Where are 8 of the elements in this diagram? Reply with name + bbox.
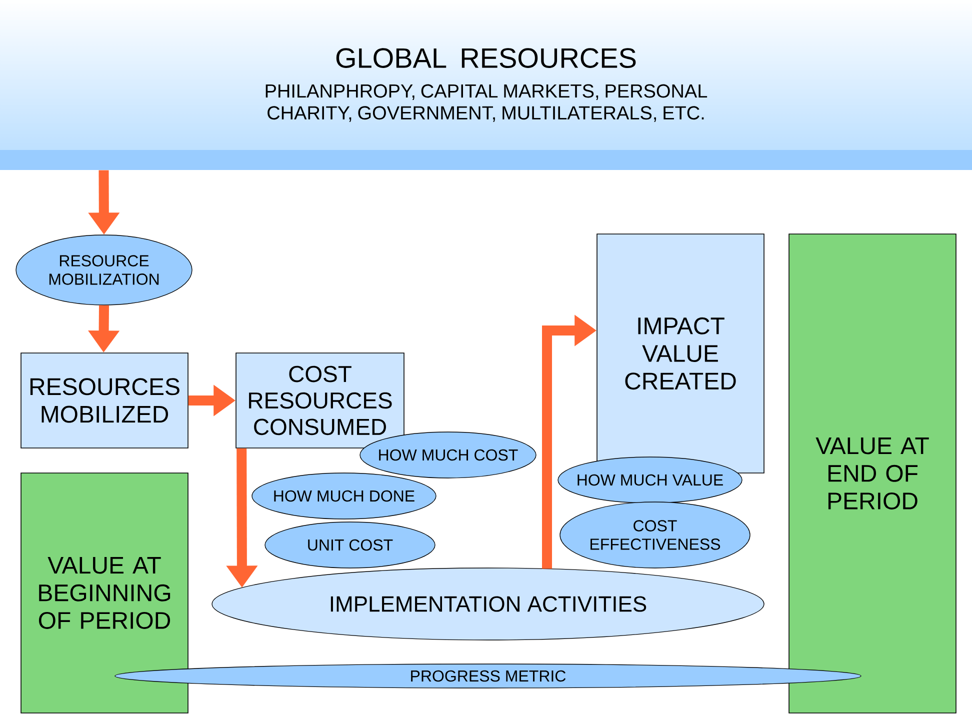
process-box: RESOURCES MOBILIZED <box>20 352 188 448</box>
value-box: VALUE AT BEGINNING OF PERIOD <box>20 472 188 714</box>
node-label: GLOBAL RESOURCES <box>336 48 636 68</box>
header-band: GLOBAL RESOURCES PHILANPHROPY, CAPITAL MARKETS, PERSONAL CHARITY, GOVERNMENT, MULTILATERALS, ETC. <box>0 48 972 170</box>
process-box: IMPACT VALUE CREATED <box>596 234 764 474</box>
value-box: VALUE AT END OF PERIOD <box>788 234 956 714</box>
node-label: PHILANPHROPY, CAPITAL MARKETS, PERSONAL CHARITY, GOVERNMENT, MULTILATERALS, ETC. <box>266 84 708 122</box>
process-box: COST RESOURCES CONSUMED <box>236 352 404 448</box>
